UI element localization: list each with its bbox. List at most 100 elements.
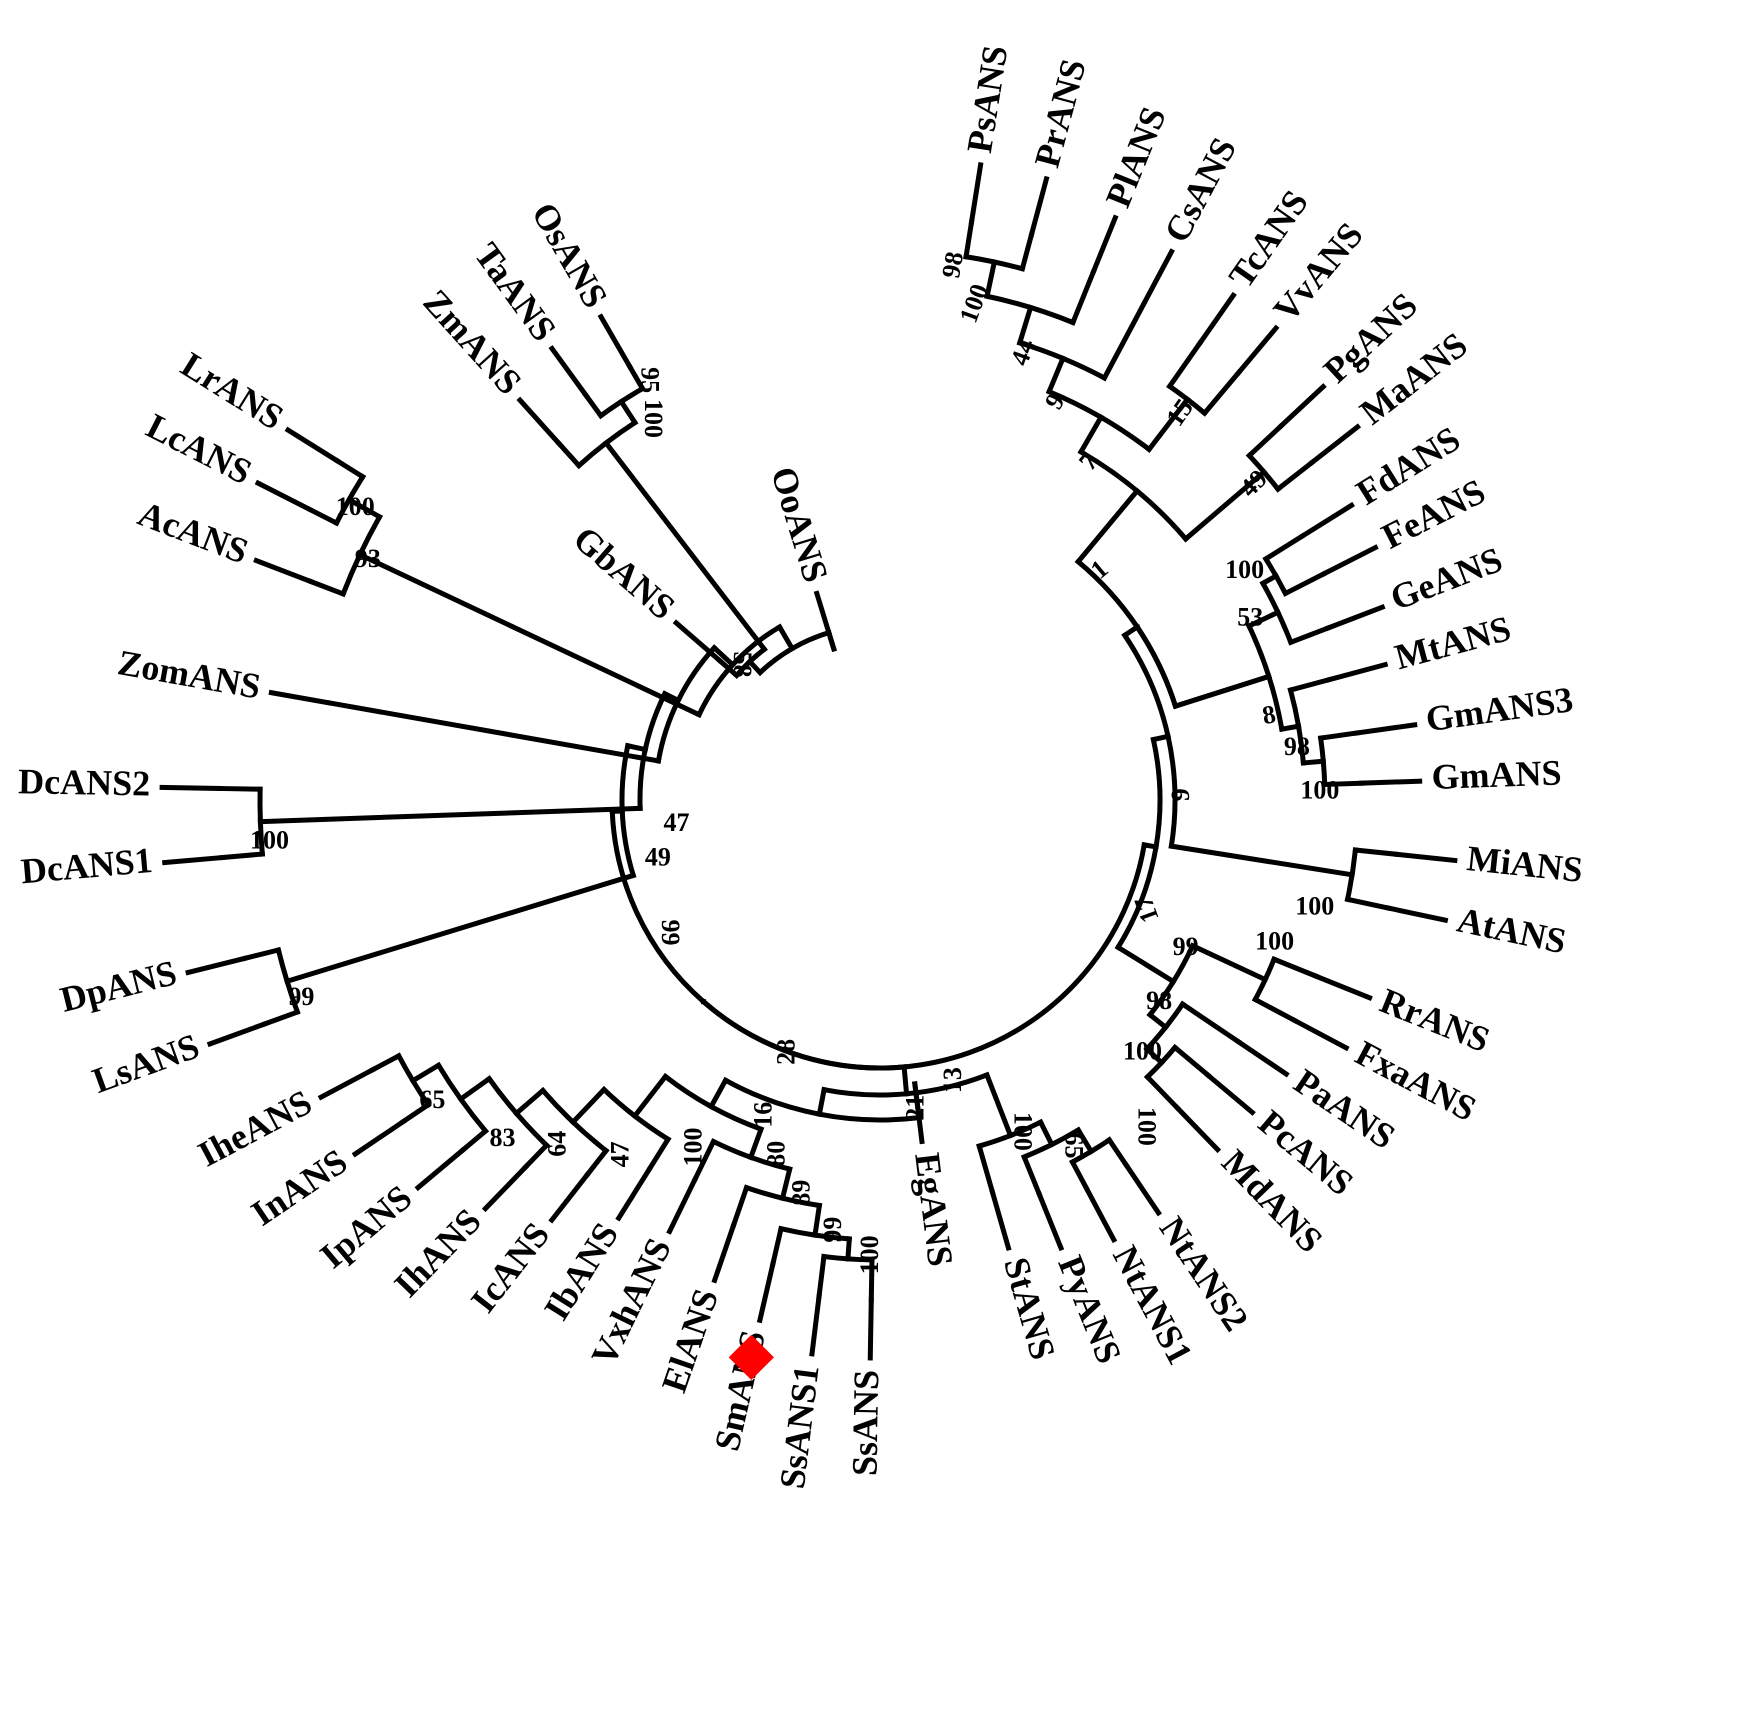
- branch-segment: [409, 1061, 442, 1085]
- bootstrap-value: 28: [771, 1039, 800, 1065]
- bootstrap-value: 100: [250, 826, 289, 855]
- leaf-label: SsANS: [844, 1369, 886, 1476]
- leaf-label: InANS: [244, 1141, 354, 1233]
- branch-segment: [1317, 730, 1361, 741]
- leaf-branch: [867, 1297, 874, 1361]
- branch-segment: [710, 644, 737, 669]
- branch-segment: [769, 1225, 785, 1267]
- branch-segment: [901, 1064, 910, 1097]
- bootstrap-value: 47: [664, 808, 690, 837]
- bootstrap-value: 100: [1225, 555, 1264, 584]
- branch-segment: [522, 1141, 551, 1171]
- branch-segment: [1143, 1045, 1166, 1067]
- highlight-diamond-icon: [728, 1334, 774, 1380]
- branch-segment: [569, 1086, 608, 1126]
- bootstrap-value: 99: [818, 1217, 847, 1243]
- bootstrap-value: 89: [787, 1180, 816, 1206]
- leaf-branch: [548, 1170, 592, 1224]
- branch-segment: [1262, 532, 1306, 563]
- leaf-label: EgANS: [907, 1150, 961, 1268]
- bootstrap-value: 99: [288, 982, 314, 1011]
- leaf-label: PsANS: [959, 43, 1015, 156]
- leaf-branch: [284, 426, 341, 465]
- bootstrap-value: 53: [1237, 602, 1263, 631]
- branch-segment: [306, 506, 340, 527]
- branch-segment: [984, 259, 998, 300]
- branch-segment: [217, 785, 263, 792]
- branch-segment: [1245, 608, 1282, 630]
- bootstrap-value: 8: [1260, 699, 1278, 730]
- leaf-branch: [516, 396, 563, 447]
- branch-segment: [617, 398, 639, 427]
- leaf-label: PlANS: [1098, 101, 1174, 212]
- leaf-branch: [414, 1146, 467, 1192]
- leaf-branch: [159, 784, 223, 792]
- branch-segment: [1344, 896, 1392, 912]
- bootstrap-value: 13: [938, 1067, 967, 1093]
- branch-segment: [241, 946, 282, 962]
- branch-segment: [1037, 1118, 1056, 1148]
- leaf-label: MiANS: [1465, 838, 1585, 890]
- leaf-branch: [1312, 972, 1373, 1002]
- branch-segment: [584, 1147, 610, 1178]
- leaf-branch: [1354, 722, 1418, 736]
- branch-arc: [1121, 631, 1178, 850]
- bootstrap-value: 99: [1173, 932, 1199, 961]
- bootstrap-value: 100: [639, 399, 668, 438]
- branch-arc: [1133, 623, 1179, 710]
- bootstrap-value: 100: [1132, 1107, 1161, 1146]
- leaf-branch: [1359, 778, 1423, 786]
- leaf-branch: [1308, 423, 1362, 467]
- leaf-branch: [1028, 175, 1050, 238]
- leaf-label: DcANS1: [19, 840, 154, 891]
- leaf-branch: [1291, 1017, 1350, 1052]
- branch-segment: [1166, 339, 1204, 390]
- branch-segment: [812, 1202, 823, 1239]
- branch-segment: [1150, 733, 1172, 743]
- leaf-label: OoANS: [763, 462, 836, 587]
- branch-segment: [582, 391, 605, 420]
- branch-segment: [1352, 847, 1400, 858]
- branch-segment: [1114, 943, 1177, 985]
- leaf-label: SmANS: [707, 1327, 773, 1455]
- branch-segment: [1322, 780, 1365, 788]
- leaf-branch: [597, 313, 634, 371]
- leaf-branch: [1173, 1104, 1222, 1154]
- branch-segment: [1189, 942, 1269, 983]
- bootstrap-value: 16: [748, 1102, 777, 1128]
- branch-segment: [1077, 413, 1105, 456]
- leaf-branch: [254, 479, 314, 513]
- branch-segment: [1274, 459, 1316, 493]
- leaf-branch: [481, 1163, 530, 1213]
- branch-segment: [307, 578, 347, 598]
- bootstrap-value: 98: [1284, 732, 1310, 761]
- leaf-branch: [813, 590, 837, 653]
- branch-segment: [730, 1184, 750, 1229]
- branch-arc: [699, 841, 1148, 1071]
- branch-segment: [816, 1086, 828, 1118]
- branch-segment: [1245, 422, 1285, 460]
- branch-segment: [457, 1075, 493, 1103]
- leaf-branch: [912, 1081, 925, 1145]
- bootstrap-value: 49: [645, 842, 671, 871]
- bootstrap-value: 80: [762, 1141, 791, 1167]
- leaf-branch: [351, 1118, 407, 1158]
- branch-segment: [1121, 623, 1141, 639]
- branch-segment: [1300, 758, 1327, 766]
- leaf-label: GbANS: [566, 518, 683, 627]
- branch-segment: [646, 1135, 672, 1173]
- bootstrap-value: 95: [635, 367, 664, 393]
- branch-segment: [1168, 843, 1355, 878]
- branch-segment: [602, 439, 768, 653]
- tree-branches: [159, 162, 1458, 1361]
- branch-segment: [816, 1253, 827, 1300]
- leaf-branch: [1277, 383, 1327, 430]
- leaf-branch: [1122, 1161, 1162, 1217]
- leaf-branch: [162, 854, 226, 866]
- bootstrap-value: 100: [1009, 1112, 1038, 1151]
- leaf-branch: [1324, 603, 1386, 632]
- branch-segment: [1069, 268, 1097, 326]
- leaf-label: MtANS: [1391, 608, 1515, 677]
